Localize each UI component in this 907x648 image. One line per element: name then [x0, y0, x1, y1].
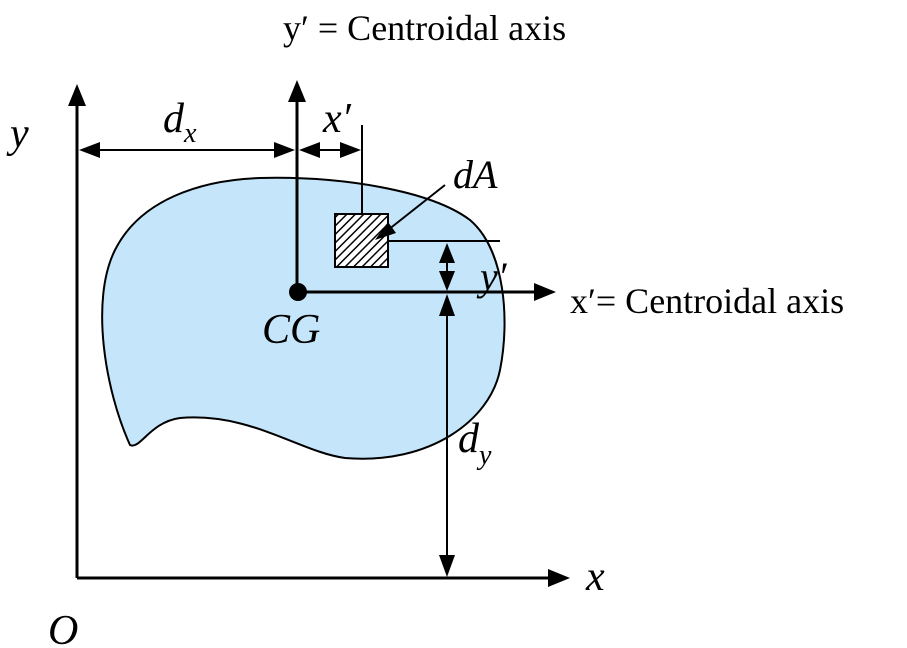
dA-leader-arrowhead	[375, 222, 396, 240]
y-axis-arrowhead	[68, 84, 86, 106]
y-prime-dim-label: y′	[476, 254, 508, 299]
dA-leader-line	[387, 184, 446, 231]
x-axis-arrowhead	[548, 569, 570, 587]
dy-label-main: d	[458, 416, 480, 462]
y-prime-arrow-bottom	[439, 271, 455, 291]
x-prime-axis-title: x′= Centroidal axis	[570, 281, 844, 321]
x-prime-arrow-left	[299, 142, 320, 158]
dx-arrow-left	[79, 142, 100, 158]
dx-label-sub: x	[183, 118, 197, 149]
y-prime-axis-title: y′ = Centroidal axis	[283, 8, 566, 48]
origin-label: O	[48, 608, 78, 648]
dx-label-main: d	[163, 96, 185, 142]
element-label: dA	[453, 152, 498, 197]
x-prime-axis-arrowhead	[534, 283, 556, 301]
centroid-label: CG	[262, 307, 320, 353]
x-axis-label: x	[585, 554, 605, 600]
y-prime-axis-arrowhead	[288, 80, 306, 102]
element-dA	[334, 213, 389, 268]
x-prime-dim-label: x′	[322, 96, 352, 142]
dy-label: dy	[458, 416, 492, 471]
y-axis-label: y	[6, 111, 29, 157]
dy-arrow-top	[439, 294, 455, 316]
dy-label-sub: y	[476, 440, 492, 471]
y-prime-arrow-top	[439, 243, 455, 263]
dy-arrow-bottom	[439, 555, 455, 577]
dx-arrow-right	[274, 142, 295, 158]
centroid-dot	[289, 283, 307, 301]
dx-label: dx	[163, 96, 197, 149]
x-prime-arrow-right	[340, 142, 361, 158]
area-shape	[101, 176, 506, 460]
